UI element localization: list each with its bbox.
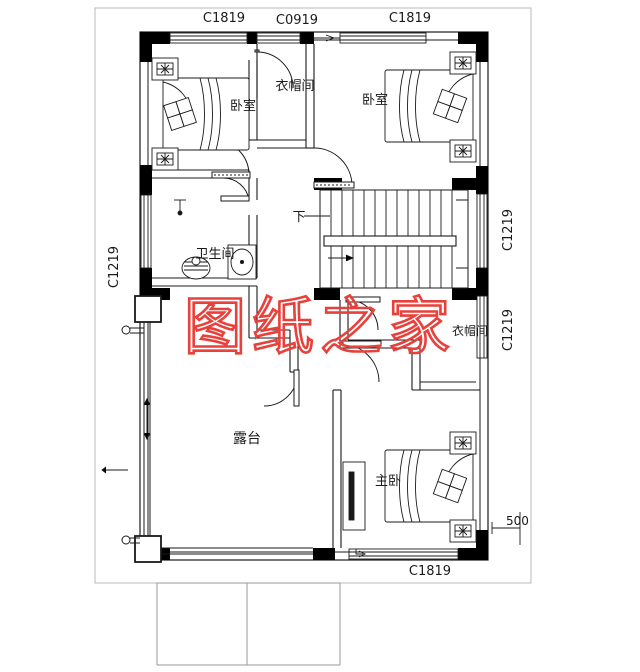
door-bathroom [220,177,250,202]
window-label-top-middle: C0919 [276,13,318,28]
room-label-bedroom-top-right: 卧室 [362,92,388,108]
nightstand-tr-upper [449,51,477,75]
door-master-bedroom [340,340,382,383]
partition-closet-right [305,44,315,148]
window-top-left [169,32,248,44]
window-label-right-upper: C1219 [501,209,516,251]
nightstand-master-upper [449,431,477,455]
window-label-right-lower: C1219 [501,309,516,351]
window-right-lower [476,295,488,359]
window-label-bottom: C1819 [409,564,451,579]
bath-fixture-symbol [174,199,186,216]
partition-hall-v3 [289,330,299,372]
terrace-node-top [121,325,131,335]
room-label-bathroom: 卫生间 [195,247,234,262]
wall-pier-l2 [140,165,152,195]
window-label-top-right: C1819 [389,11,431,26]
wall-pier-l1 [140,32,152,62]
windows [140,32,488,560]
terrace-column-top [134,295,162,323]
nightstand-tr-lower [449,139,477,163]
watermark-text: 图纸之家 [184,290,456,363]
room-label-bedroom-top-left: 卧室 [230,98,256,114]
dimension-leaders [101,466,521,545]
wall-pier-t1 [247,32,257,44]
wall-pier-br [458,548,488,560]
doors [211,49,382,407]
bathroom-fixtures [174,199,257,280]
pillow-tl [163,97,197,131]
window-top-middle [256,32,301,44]
room-label-closet-top: 衣帽间 [275,78,314,94]
partition-hall-h [249,329,290,339]
terrace-column-bottom [134,535,162,563]
window-bottom [348,548,459,560]
stair-treads-upper [330,190,453,236]
wall-stub-stair-bot-r [452,288,480,300]
partition-cr-bottom [340,339,420,349]
terrace-elements [121,295,313,563]
window-label-top-left: C1819 [203,11,245,26]
text-labels: C1819 C0919 C1819 C1219 C1219 C1219 C181… [107,11,529,579]
wardrobe-master [342,461,366,531]
wall-stub-stair-top-r [452,178,480,190]
room-label-terrace: 露台 [233,431,261,447]
toilet-icon [181,256,211,280]
dimension-right-offset: 500 [506,514,529,528]
window-left-middle [140,194,152,269]
pillow-master [432,468,468,504]
stair-handrail [323,235,457,247]
interior-partitions [152,44,480,548]
nightstand-tl-upper [151,57,179,81]
window-top-right [314,32,427,44]
terrace-node-bottom [121,535,131,545]
lower-canopy [156,582,341,666]
wall-stub-stair-bot-l [314,288,340,300]
wall-pier-b1 [313,548,335,560]
door-closet-top [254,49,294,89]
nightstand-tl-lower [151,147,179,171]
room-label-closet-right: 衣帽间 [452,323,488,338]
window-label-left-middle: C1219 [107,246,122,288]
staircase [304,189,469,289]
bed-top-left [151,57,250,171]
stair-landing-edge [456,199,469,269]
door-terrace [263,369,300,407]
stair-direction-arrow [328,254,355,262]
door-bedroom-tr [313,147,355,189]
pillow-tr [432,88,468,124]
wall-pier-t2 [300,32,314,44]
door-closet-right [345,296,381,331]
room-label-master-bedroom: 主卧 [375,474,401,489]
terrace-dim-ticks [143,397,151,441]
nightstand-master-lower [449,519,477,543]
stair-treads-lower [330,246,453,288]
basin-icon [227,244,257,280]
wall-solid-segments [140,32,488,560]
window-right-upper [476,193,488,269]
bed-top-right [384,51,477,163]
wall-pier-r1 [476,32,488,62]
room-label-stairs-down: 下 [292,210,305,225]
bed-master [342,431,477,543]
